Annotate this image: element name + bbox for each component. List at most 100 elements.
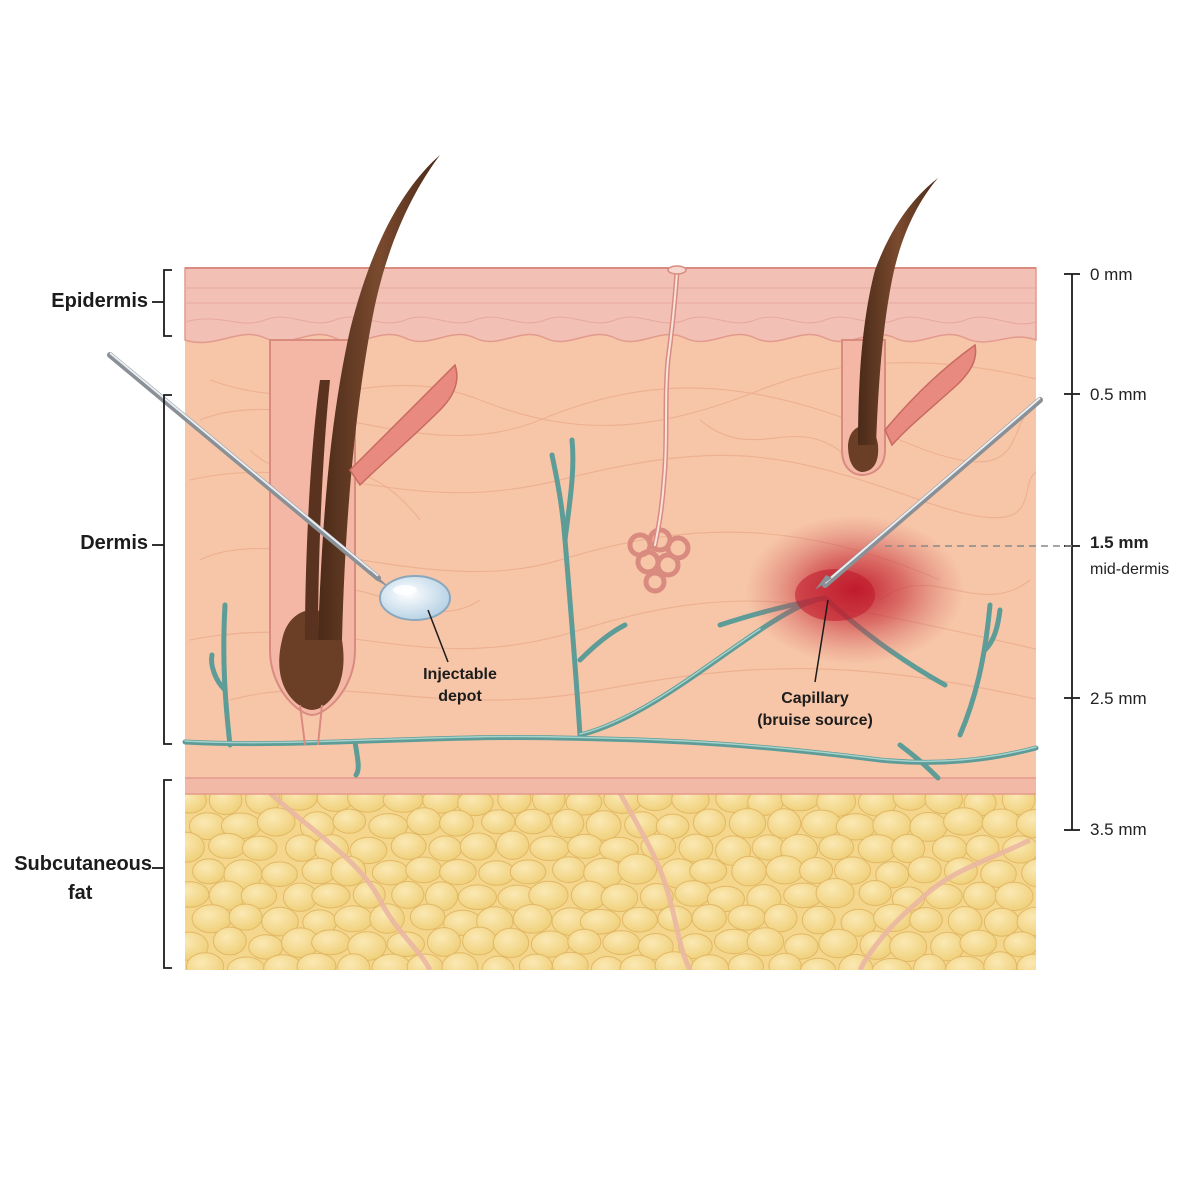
fat-cell	[871, 958, 912, 970]
fat-cell	[617, 853, 658, 885]
fat-cell	[441, 952, 479, 970]
fat-cell	[311, 929, 351, 956]
fat-cell	[459, 832, 496, 861]
fat-cell	[512, 904, 553, 934]
fat-cell	[426, 927, 461, 957]
depth-tick-2-5: 2.5 mm	[1090, 689, 1147, 708]
fat-cell	[1021, 858, 1036, 888]
fat-cell	[263, 954, 303, 970]
fat-cell	[330, 855, 367, 887]
hair-follicle-right	[841, 178, 938, 477]
arrector-muscle-right	[884, 343, 977, 447]
fat-cell	[692, 808, 727, 838]
fat-cell	[727, 904, 766, 931]
fat-cell	[492, 927, 530, 959]
fat-cell	[671, 793, 710, 814]
fat-cell	[185, 881, 210, 908]
fat-cell	[285, 834, 319, 862]
fat-cell	[1016, 809, 1036, 839]
fat-cell	[406, 807, 442, 836]
fat-cell	[226, 956, 266, 970]
callout-depot-line2: depot	[438, 688, 482, 705]
fat-cell	[208, 832, 247, 859]
fat-cell	[913, 953, 947, 970]
fat-cell	[261, 861, 298, 888]
fat-cell	[600, 883, 639, 913]
fat-cell	[261, 906, 299, 937]
fat-cell	[579, 908, 621, 935]
fat-cell	[371, 953, 412, 970]
fat-cell	[784, 933, 819, 960]
fat-cell	[1016, 953, 1036, 970]
fat-cell	[619, 954, 657, 970]
fat-cell	[907, 856, 942, 884]
fat-cell	[858, 880, 892, 906]
callout-depot-line1: Injectable	[423, 666, 497, 683]
capillary-leader	[814, 599, 829, 683]
fat-cell	[801, 809, 842, 839]
depth-tick-0: 0 mm	[1090, 265, 1133, 284]
fat-cell	[551, 808, 585, 839]
fat-cell	[256, 807, 296, 837]
fat-cell	[333, 905, 374, 933]
fat-cell	[768, 952, 802, 970]
fat-cell	[567, 928, 602, 955]
fat-cell	[763, 903, 798, 933]
fat-cell	[857, 834, 898, 864]
fat-cell	[875, 861, 910, 889]
label-subcutaneous-fat-line1: Subcutaneous	[14, 853, 152, 875]
fat-cell	[590, 956, 625, 970]
fat-cell	[311, 883, 351, 909]
fat-cell	[185, 831, 205, 863]
fat-cell	[478, 860, 516, 886]
fat-cell	[391, 880, 425, 909]
fat-cell	[801, 905, 836, 935]
fat-cell	[567, 833, 604, 859]
fat-cell	[945, 955, 986, 970]
depth-scale	[1064, 273, 1080, 831]
fat-cell	[727, 953, 764, 970]
fat-cell	[818, 834, 855, 861]
fat-cell	[889, 931, 928, 962]
callout-capillary-line2: (bruise source)	[757, 712, 873, 729]
fat-cell	[1003, 931, 1036, 958]
fat-cell	[963, 881, 997, 910]
fat-cell	[439, 859, 477, 886]
fat-cell	[767, 808, 802, 839]
fat-cell	[909, 907, 943, 933]
fat-cell	[690, 954, 730, 970]
fat-cell	[640, 833, 677, 860]
fat-cell	[731, 855, 767, 887]
callout-injectable-depot: Injectable depot	[395, 664, 525, 708]
fat-cell	[528, 880, 569, 910]
fat-cell	[186, 952, 225, 970]
callout-capillary-line1: Capillary	[781, 690, 849, 707]
fat-cell	[551, 951, 589, 970]
fat-cell	[514, 808, 552, 835]
fat-cell	[552, 856, 586, 883]
fat-cell	[943, 807, 984, 836]
fat-cell	[481, 809, 516, 835]
fat-cell	[371, 860, 410, 886]
fat-cell	[212, 926, 247, 956]
fat-cell	[728, 808, 767, 839]
fat-cell	[983, 907, 1020, 937]
fat-cell	[390, 832, 427, 860]
depth-note-mid-dermis: mid-dermis	[1090, 561, 1170, 578]
hair-follicle-left	[269, 155, 440, 746]
fat-cell	[349, 836, 388, 865]
needle-left	[107, 352, 390, 588]
fat-cell	[585, 810, 622, 841]
fat-cell	[677, 933, 713, 960]
fat-cell	[439, 809, 474, 837]
fat-cell	[497, 793, 532, 814]
fat-cell	[208, 793, 243, 816]
fat-cell	[799, 957, 837, 970]
fat-cell	[228, 903, 263, 931]
depth-tick-1-5: 1.5 mm	[1090, 533, 1149, 552]
needle-right	[815, 397, 1043, 590]
depth-tick-0-5: 0.5 mm	[1090, 385, 1147, 404]
fat-cell	[981, 808, 1021, 839]
fat-cell	[409, 903, 446, 931]
